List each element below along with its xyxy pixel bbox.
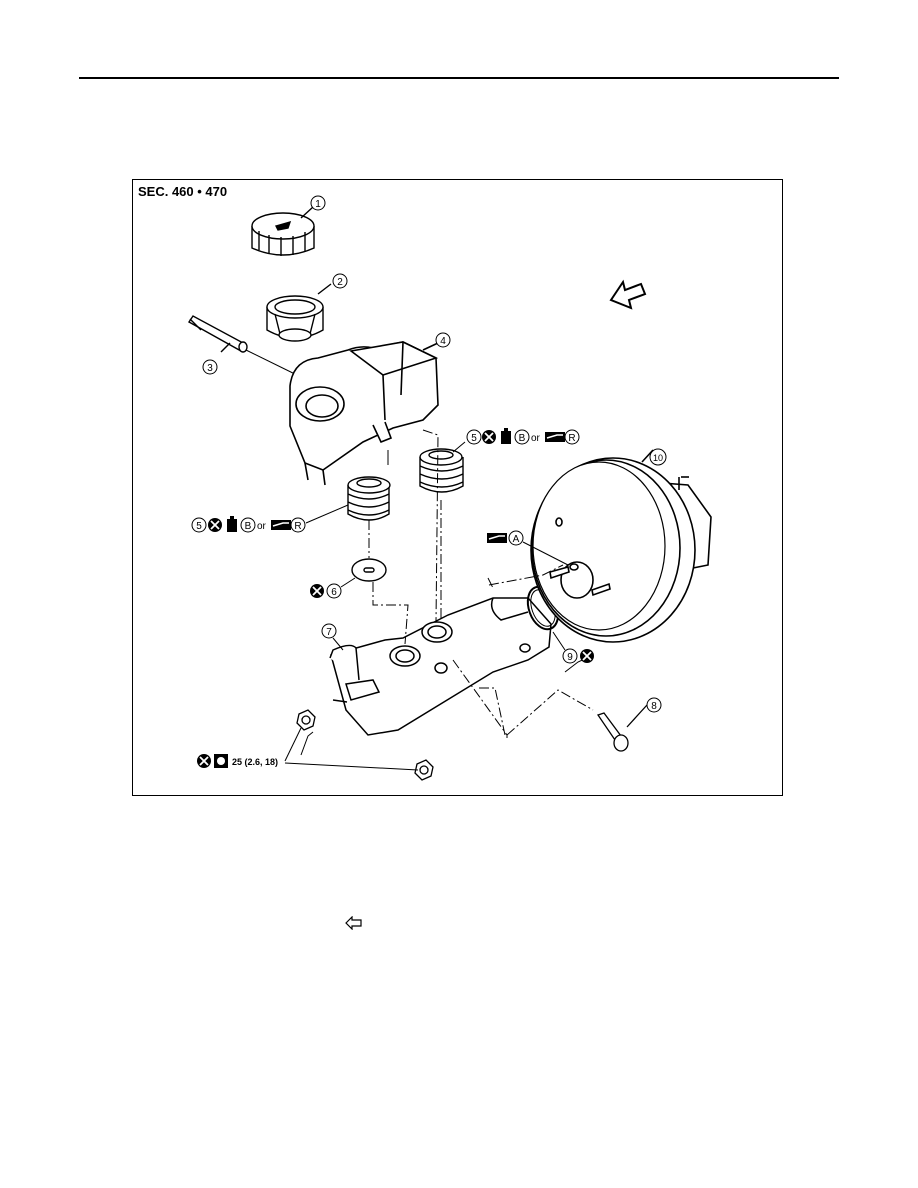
callout-9: 9	[552, 631, 595, 664]
brake-booster	[530, 449, 712, 643]
section-reference: SEC. 460 • 470	[138, 184, 228, 199]
exploded-view-drawing: 1 2 3 4 5 B or R 5	[187, 195, 712, 781]
svg-text:R: R	[568, 433, 575, 444]
connector-pin	[187, 315, 304, 379]
header-rule	[79, 77, 839, 79]
reservoir-tank	[289, 341, 439, 486]
svg-text:9: 9	[567, 652, 573, 663]
svg-text:6: 6	[331, 587, 337, 598]
torque-callout: 25 (2.6, 18)	[196, 727, 419, 771]
callout-5-right: 5 B or R	[452, 428, 580, 453]
callout-1: 1	[310, 195, 326, 211]
callout-4: 4	[435, 332, 451, 348]
grommet-left	[347, 476, 391, 521]
svg-text:10: 10	[653, 453, 663, 463]
callout-a: A	[486, 530, 569, 566]
front-direction-arrow	[609, 279, 647, 310]
mounting-bolt	[596, 704, 648, 752]
exploded-view-figure: SEC. 460 • 470	[132, 179, 783, 796]
svg-text:7: 7	[326, 627, 332, 638]
callout-7: 7	[321, 623, 344, 651]
svg-text:R: R	[294, 521, 301, 532]
svg-text:5: 5	[471, 433, 477, 444]
svg-text:or: or	[531, 433, 541, 444]
svg-text:B: B	[245, 521, 252, 532]
reservoir-cap	[251, 206, 315, 256]
callout-5-left: 5 B or R	[191, 504, 349, 533]
callout-8: 8	[646, 697, 662, 713]
nut-upper	[296, 709, 316, 731]
svg-text:or: or	[257, 521, 267, 532]
svg-text:3: 3	[207, 363, 213, 374]
svg-text:5: 5	[196, 521, 202, 532]
svg-text:4: 4	[440, 336, 446, 347]
master-cylinder	[329, 597, 552, 736]
svg-text:2: 2	[337, 277, 343, 288]
svg-text:B: B	[519, 433, 526, 444]
oil-strainer	[266, 283, 332, 342]
svg-text:A: A	[513, 534, 520, 545]
callout-10: 10	[649, 448, 667, 466]
guide-lines	[368, 429, 594, 738]
front-arrow-icon	[345, 916, 362, 930]
grommet-right	[419, 448, 464, 493]
callout-6: 6	[309, 577, 356, 599]
oil-cap-washer	[351, 558, 387, 582]
callout-3: 3	[202, 359, 218, 375]
callout-2: 2	[332, 273, 348, 289]
svg-text:8: 8	[651, 701, 657, 712]
nut-lower	[414, 759, 434, 781]
svg-text:1: 1	[315, 199, 321, 210]
svg-text:25 (2.6, 18): 25 (2.6, 18)	[232, 757, 278, 767]
